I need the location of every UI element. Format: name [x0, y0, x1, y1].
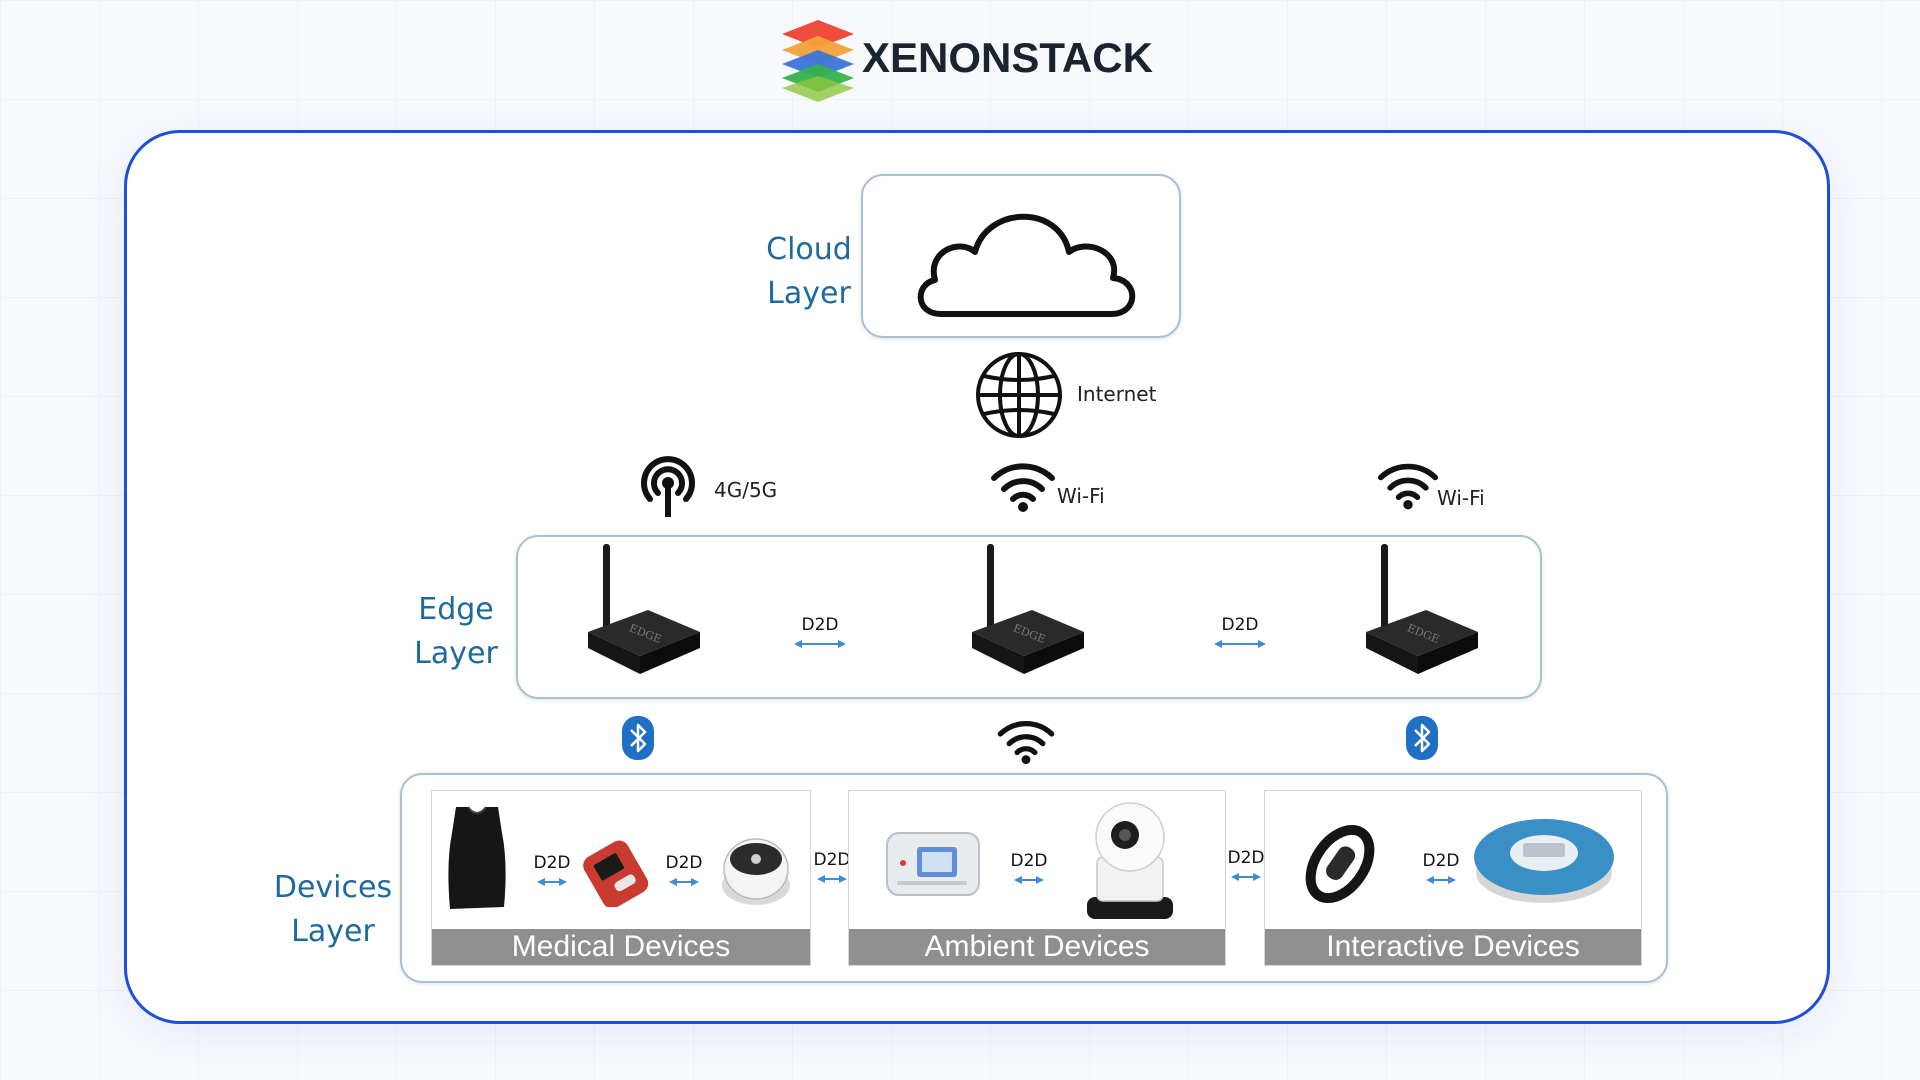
bluetooth-icon-1	[622, 716, 654, 760]
double-arrow-icon	[1426, 876, 1456, 884]
edge-layer-label: Edge Layer	[404, 588, 508, 676]
panel-d2d-1: D2D	[802, 850, 862, 884]
panel-d2d-2: D2D	[1216, 848, 1276, 882]
cloud-label-line2: Layer	[767, 276, 851, 311]
double-arrow-icon	[1014, 876, 1044, 884]
edge-label-line1: Edge	[418, 592, 494, 627]
uplink-label-3: Wi-Fi	[1437, 486, 1485, 510]
double-arrow-icon	[1214, 640, 1266, 648]
double-arrow-icon	[817, 875, 847, 883]
smart-ring-icon	[1474, 819, 1614, 903]
d2d-label: D2D	[1227, 848, 1265, 868]
internet-label: Internet	[1077, 382, 1157, 406]
edge-router-3: EDGE	[1356, 540, 1486, 680]
interactive-devices-title: Interactive Devices	[1265, 929, 1641, 965]
wifi-icon-uplink-2	[990, 460, 1056, 512]
wifi-icon-devices	[996, 718, 1056, 764]
camera-icon	[1087, 802, 1173, 919]
edge-router-1: EDGE	[578, 540, 708, 680]
pulse-oximeter-icon	[583, 840, 649, 907]
d2d-label: D2D	[801, 615, 839, 635]
cloud-icon	[917, 213, 1136, 317]
medical-d2d-1: D2D	[522, 853, 582, 887]
d2d-label: D2D	[1010, 851, 1048, 871]
medical-d2d-2: D2D	[654, 853, 714, 887]
edge-d2d-1: D2D	[790, 615, 850, 649]
medical-devices-panel: D2D D2D Medical Devices	[431, 790, 811, 966]
vest-icon	[448, 806, 506, 909]
wall-panel-icon	[886, 832, 980, 896]
stack-logo-icon	[782, 20, 854, 102]
edge-label-line2: Layer	[414, 636, 498, 671]
uplink-label-2: Wi-Fi	[1057, 484, 1105, 508]
antenna-4g-icon	[636, 455, 700, 519]
d2d-label: D2D	[813, 850, 851, 870]
interactive-devices-panel: D2D Interactive Devices	[1264, 790, 1642, 966]
devices-label-line1: Devices	[273, 870, 393, 905]
devices-label-line2: Layer	[291, 914, 375, 949]
cloud-label-line1: Cloud	[766, 232, 852, 267]
fitness-band-icon	[1305, 824, 1375, 904]
router-icon: EDGE	[972, 544, 1084, 674]
ambient-d2d: D2D	[999, 851, 1059, 885]
devices-layer-label: Devices Layer	[268, 866, 398, 954]
d2d-label: D2D	[1422, 851, 1460, 871]
scale-icon	[722, 838, 790, 905]
brand-name: XENONSTACK	[862, 34, 1153, 81]
double-arrow-icon	[669, 878, 699, 886]
edge-router-2: EDGE	[962, 540, 1092, 680]
d2d-label: D2D	[1221, 615, 1259, 635]
globe-icon	[974, 350, 1064, 440]
medical-devices-title: Medical Devices	[432, 929, 810, 965]
cloud-layer-label: Cloud Layer	[746, 228, 872, 316]
interactive-d2d: D2D	[1411, 851, 1471, 885]
uplink-label-1: 4G/5G	[714, 478, 778, 502]
ambient-devices-title: Ambient Devices	[849, 929, 1225, 965]
wifi-icon-uplink-3	[1377, 460, 1439, 510]
cloud-box	[861, 174, 1181, 338]
double-arrow-icon	[1231, 873, 1261, 881]
double-arrow-icon	[537, 878, 567, 886]
router-icon: EDGE	[1366, 544, 1478, 674]
double-arrow-icon	[794, 640, 846, 648]
bluetooth-icon-2	[1406, 716, 1438, 760]
d2d-label: D2D	[533, 853, 571, 873]
ambient-devices-panel: D2D Ambient Devices	[848, 790, 1226, 966]
router-icon: EDGE	[588, 544, 700, 674]
brand-logo[interactable]: XENONSTACK	[778, 20, 1153, 102]
edge-d2d-2: D2D	[1210, 615, 1270, 649]
d2d-label: D2D	[665, 853, 703, 873]
